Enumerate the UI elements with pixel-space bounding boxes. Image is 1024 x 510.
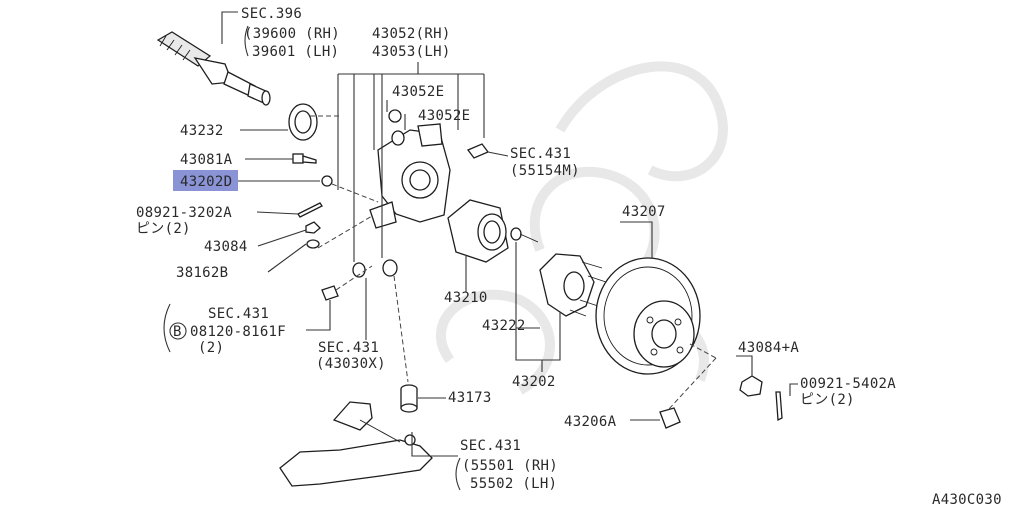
label-43173[interactable]: 43173 bbox=[448, 390, 492, 406]
label-sec431-left[interactable]: SEC.431 bbox=[208, 306, 269, 322]
label-08120[interactable]: 08120-8161F bbox=[190, 324, 286, 340]
bumper-43173-drawing bbox=[400, 384, 418, 413]
stud-43222-drawing bbox=[510, 227, 539, 243]
label-43084[interactable]: 43084 bbox=[204, 239, 248, 255]
label-bolt-mark: B bbox=[173, 324, 182, 340]
label-55501[interactable]: (55501 (RH) bbox=[462, 458, 558, 474]
label-43222[interactable]: 43222 bbox=[482, 318, 526, 334]
bolt-mark-circle bbox=[169, 322, 187, 340]
pin-00921-drawing bbox=[775, 391, 783, 422]
label-43052e-2[interactable]: 43052E bbox=[418, 108, 470, 124]
label-43030x[interactable]: (43030X) bbox=[316, 356, 386, 372]
label-43053[interactable]: 43053(LH) bbox=[372, 44, 451, 60]
paren-sec396 bbox=[244, 25, 249, 57]
label-43084a[interactable]: 43084+A bbox=[738, 340, 799, 356]
label-43206a[interactable]: 43206A bbox=[564, 414, 617, 430]
bushing-lower-b bbox=[382, 259, 398, 277]
bushing-43052e-a bbox=[388, 109, 402, 123]
label-pin-1: ピン(2) bbox=[136, 221, 191, 237]
bolt-08120-drawing bbox=[321, 285, 339, 301]
washer-43202d-drawing bbox=[321, 175, 333, 187]
label-sec431-bottom[interactable]: SEC.431 bbox=[460, 438, 521, 454]
label-39601[interactable]: 39601 (LH) bbox=[252, 44, 339, 60]
hub-43202-drawing bbox=[539, 253, 607, 317]
seal-43232-drawing bbox=[288, 103, 318, 141]
label-43081a[interactable]: 43081A bbox=[180, 152, 233, 168]
cap-43206a-drawing bbox=[659, 407, 681, 429]
bushing-43052e-b bbox=[391, 130, 405, 146]
label-55502[interactable]: 55502 (LH) bbox=[470, 476, 557, 492]
label-pin-2: ピン(2) bbox=[800, 392, 855, 408]
label-43232[interactable]: 43232 bbox=[180, 123, 224, 139]
knuckle-drawing bbox=[369, 123, 451, 229]
nut-43084-drawing bbox=[305, 221, 321, 234]
label-43202d[interactable]: 43202D bbox=[180, 174, 232, 190]
bolt-55154m-drawing bbox=[466, 143, 490, 159]
label-qty-2: (2) bbox=[198, 340, 224, 356]
label-55154m[interactable]: (55154M) bbox=[510, 163, 580, 179]
label-43210[interactable]: 43210 bbox=[444, 290, 488, 306]
label-43207[interactable]: 43207 bbox=[622, 204, 666, 220]
rotor-43207-drawing bbox=[595, 257, 701, 375]
nut-43084a-drawing bbox=[739, 375, 763, 397]
washer-38162b-drawing bbox=[306, 239, 320, 249]
label-43052e-1[interactable]: 43052E bbox=[392, 84, 444, 100]
leader-lines bbox=[221, 11, 798, 457]
bolt-43081a-drawing bbox=[292, 153, 317, 164]
label-43202[interactable]: 43202 bbox=[512, 374, 556, 390]
label-sec431-mid[interactable]: SEC.431 bbox=[318, 340, 379, 356]
assembly-dashed-lines bbox=[310, 115, 717, 411]
label-sec431-top[interactable]: SEC.431 bbox=[510, 146, 571, 162]
label-sec396[interactable]: SEC.396 bbox=[241, 6, 302, 22]
paren-left bbox=[163, 303, 171, 353]
label-00921[interactable]: 00921-5402A bbox=[800, 376, 896, 392]
bushing-lower-a bbox=[352, 262, 366, 278]
bearing-43210-drawing bbox=[447, 199, 509, 263]
lower-arm-drawing bbox=[279, 401, 433, 487]
label-39600[interactable]: (39600 (RH) bbox=[244, 26, 340, 42]
label-08921[interactable]: 08921-3202A bbox=[136, 205, 232, 221]
drive-shaft-drawing bbox=[156, 31, 271, 106]
paren-sec431-bottom bbox=[455, 457, 461, 491]
pin-08921-drawing bbox=[297, 202, 323, 218]
label-38162b[interactable]: 38162B bbox=[176, 265, 228, 281]
highlight-43202d[interactable] bbox=[173, 170, 238, 191]
figure-code: A430C030 bbox=[932, 492, 1002, 508]
label-43052[interactable]: 43052(RH) bbox=[372, 26, 451, 42]
